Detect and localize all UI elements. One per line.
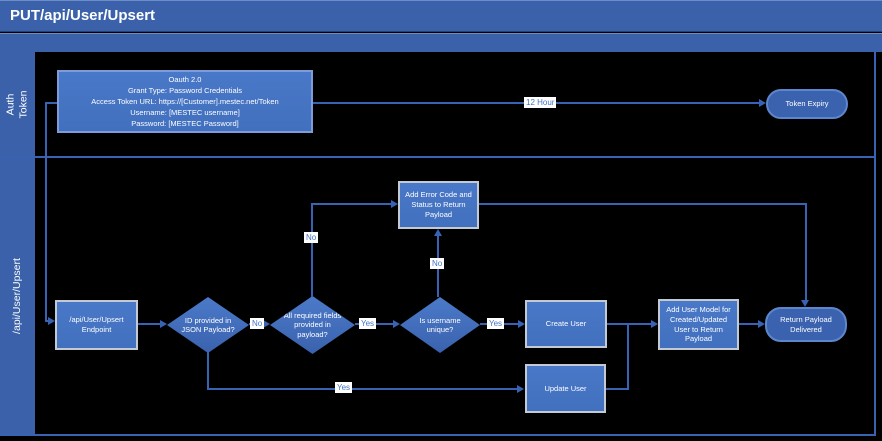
edge-label-id-no: No <box>250 318 265 329</box>
edge-label-id-yes: Yes <box>335 382 353 393</box>
lane-label-auth-token: Auth Token <box>4 90 29 119</box>
edge-create-addmodel <box>607 323 653 325</box>
add-user-model-box[interactable]: Add User Model for Created/Updated User … <box>658 299 739 350</box>
frame-right-border <box>874 52 876 436</box>
edge-d2-error <box>311 203 392 205</box>
edge-oauth-down <box>45 102 47 321</box>
edge-update-up <box>627 324 629 390</box>
arrowhead-into-update-user <box>517 385 524 393</box>
decision-id-provided[interactable]: ID provided in JSON Payload? <box>167 297 249 353</box>
edge-label-fields-yes: Yes <box>359 318 377 329</box>
lane-label-column <box>0 52 35 435</box>
edge-endpoint-d1 <box>138 323 162 325</box>
arrowhead-into-error-bottom <box>434 229 442 236</box>
edge-oauth-left <box>46 102 57 104</box>
edge-label-unique-no: No <box>430 258 445 269</box>
arrowhead-into-token-expiry <box>759 99 766 107</box>
edge-into-endpoint <box>45 320 50 322</box>
frame-bottom-border <box>0 434 876 436</box>
arrowhead-into-return-top <box>801 300 809 307</box>
edge-error-right <box>479 203 807 205</box>
create-user-box[interactable]: Create User <box>525 300 607 348</box>
edge-error-down <box>805 203 807 301</box>
edge-d1-update <box>207 388 519 390</box>
oauth-credentials-box[interactable]: Oauth 2.0 Grant Type: Password Credentia… <box>57 70 313 133</box>
arrowhead-into-return <box>758 320 765 328</box>
lane-separator <box>0 156 876 158</box>
return-payload-terminator[interactable]: Return Payload Delivered <box>765 307 847 342</box>
diagram-title: PUT/api/User/Upsert <box>0 0 882 32</box>
arrowhead-into-create-user <box>518 320 525 328</box>
arrowhead-into-addmodel <box>651 320 658 328</box>
phase-band <box>0 33 882 52</box>
edge-addmodel-return <box>739 323 759 325</box>
arrowhead-into-d1 <box>160 320 167 328</box>
arrowhead-into-d3 <box>393 320 400 328</box>
edge-label-unique-yes: Yes <box>487 318 505 329</box>
edge-d1-down <box>207 351 209 389</box>
endpoint-box[interactable]: /api/User/Upsert Endpoint <box>55 300 138 350</box>
edge-label-fields-no: No <box>304 232 319 243</box>
arrowhead-into-error-left <box>391 200 398 208</box>
lane-label-api-user-upsert: /api/User/Upsert <box>10 258 23 334</box>
decision-fields-provided[interactable]: All required fields provided in payload? <box>270 296 355 354</box>
token-expiry-terminator[interactable]: Token Expiry <box>766 89 848 119</box>
edge-d2-up <box>311 203 313 297</box>
arrowhead-into-d2 <box>263 320 270 328</box>
arrowhead-into-endpoint <box>48 317 55 325</box>
edge-update-right <box>606 388 629 390</box>
edge-label-12-hour: 12 Hour <box>524 97 557 108</box>
add-error-code-box[interactable]: Add Error Code and Status to Return Payl… <box>398 181 479 229</box>
update-user-box[interactable]: Update User <box>525 364 606 413</box>
decision-username-unique[interactable]: Is username unique? <box>400 297 480 353</box>
